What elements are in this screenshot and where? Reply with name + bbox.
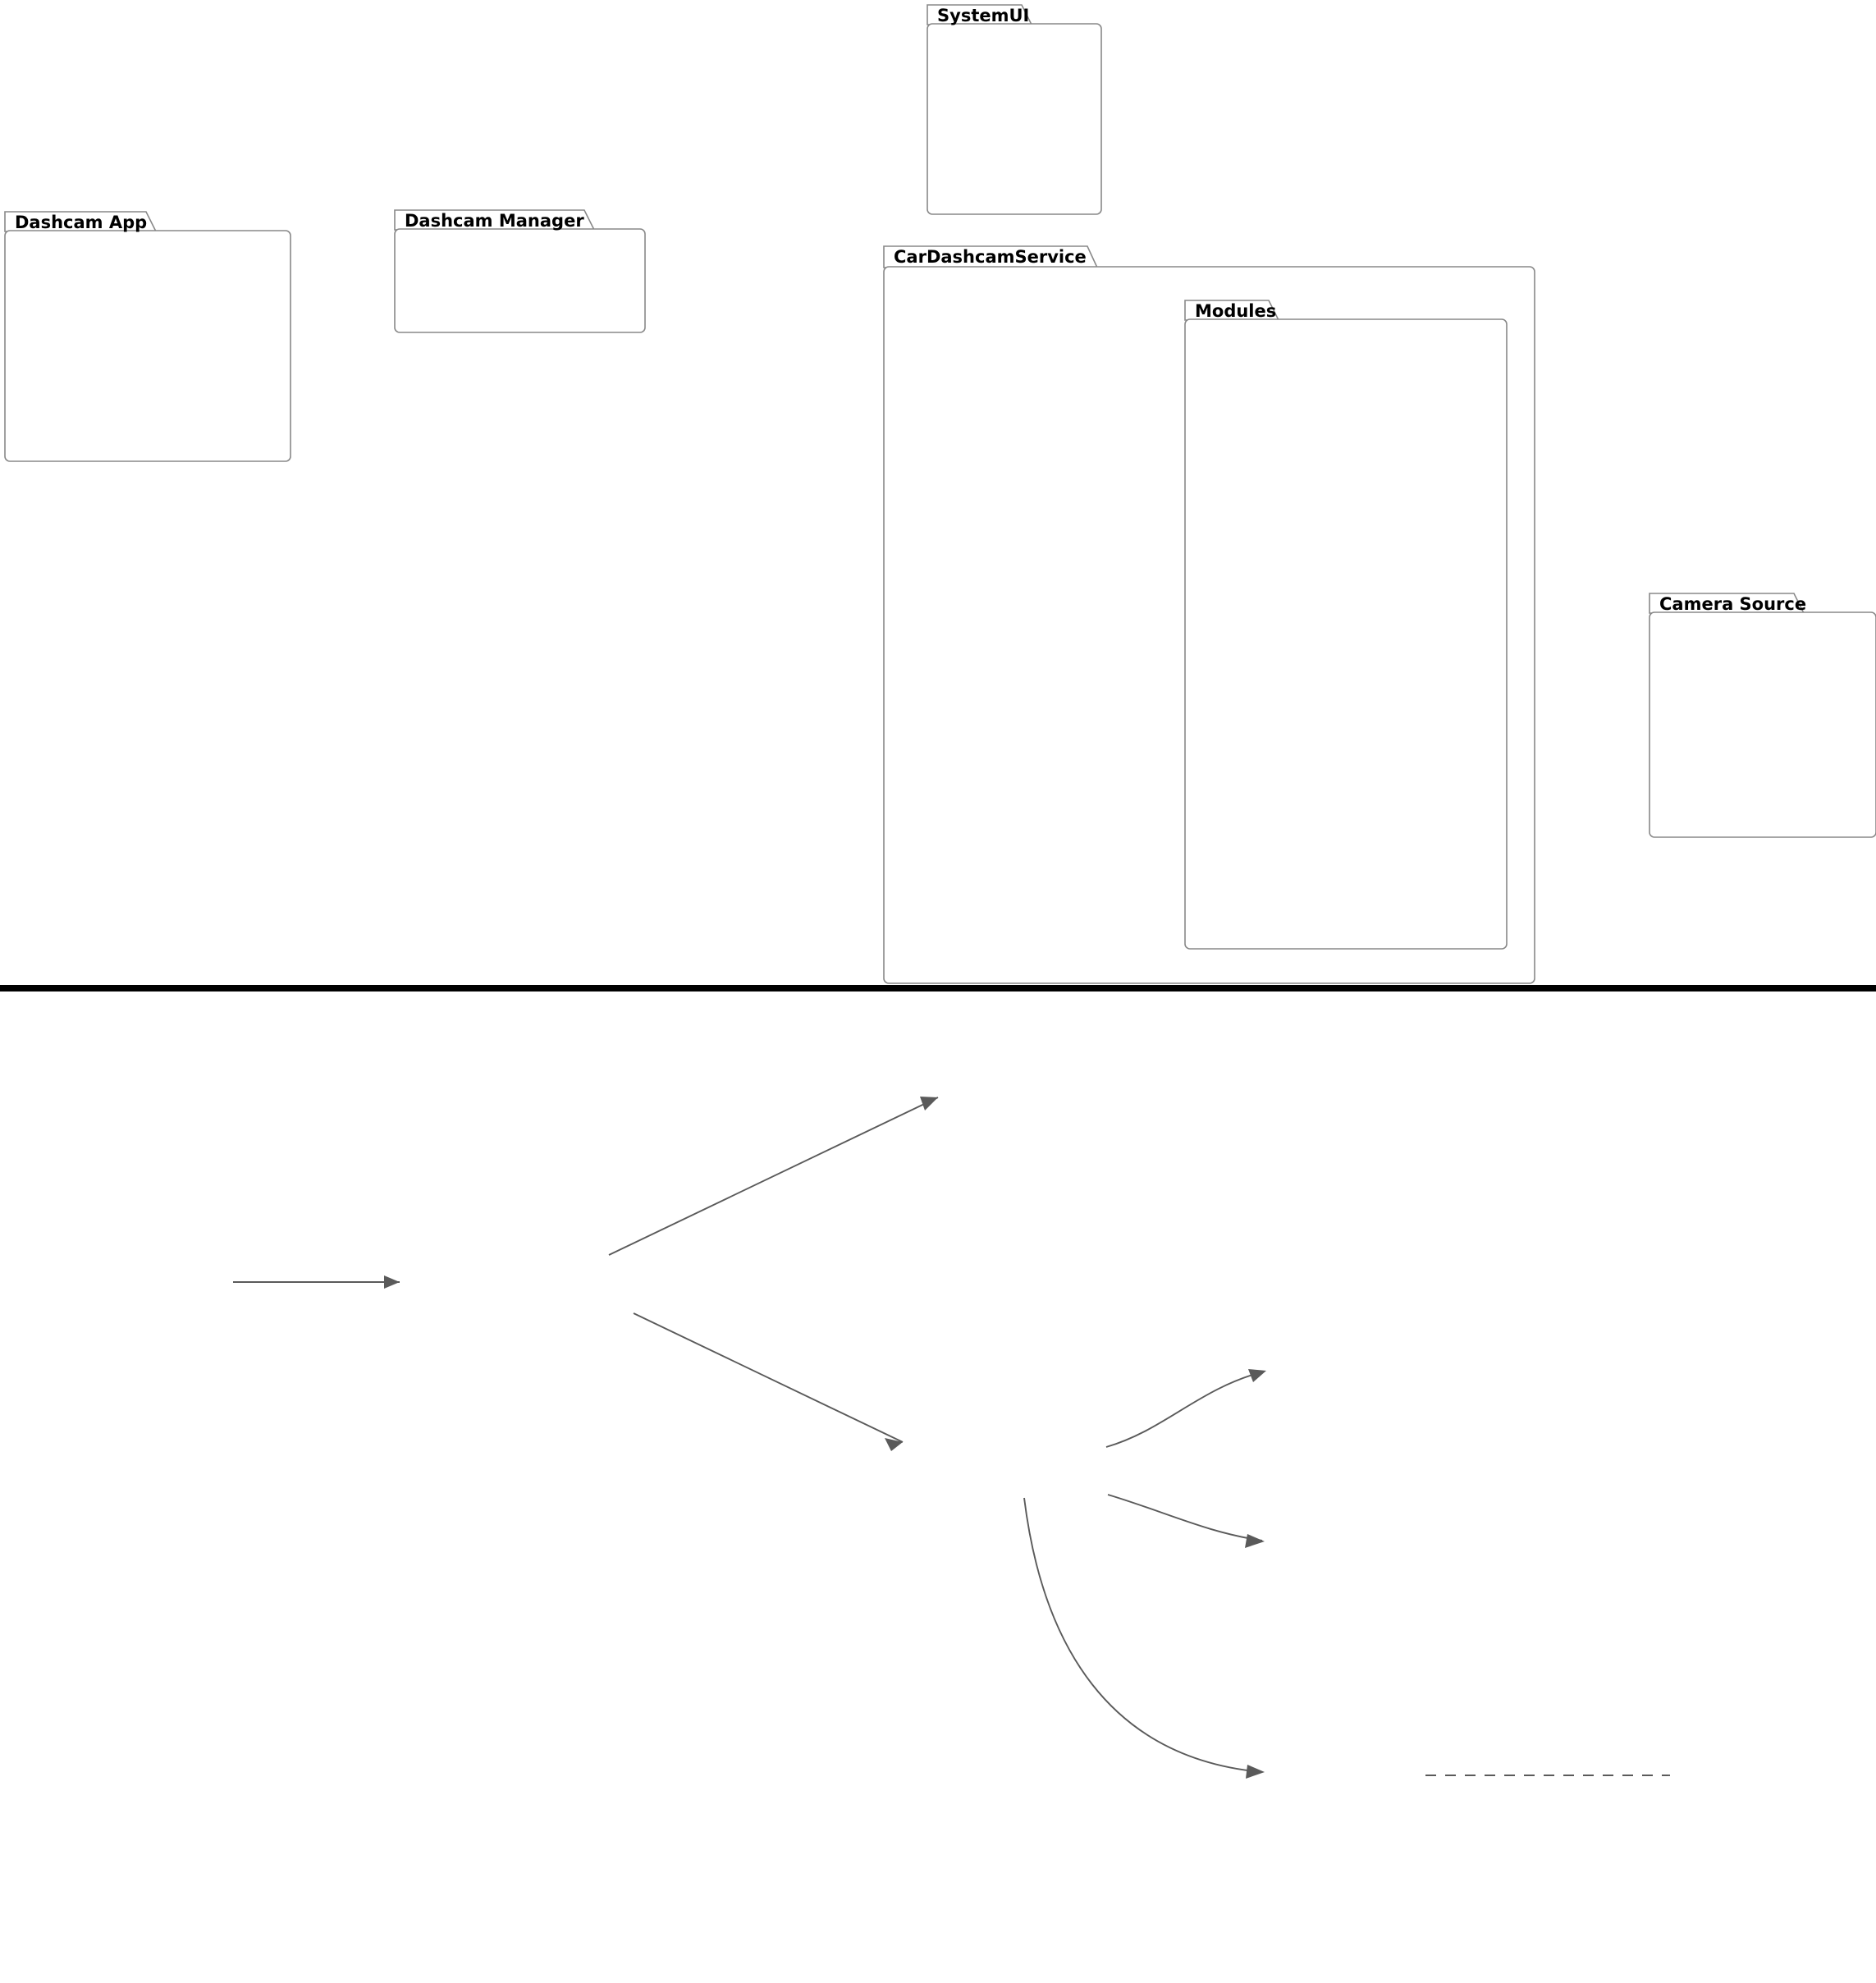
edge-manager-to-systemui [608,1097,939,1256]
edge-app-to-manager [233,1275,400,1289]
package-frames-layer: Dashcam App Dashcam Manager SystemUI Car… [4,4,1876,984]
package-system-ui-title: SystemUI [937,6,1029,25]
component-diagram-canvas: Dashcam App Dashcam Manager SystemUI Car… [0,4,1876,1779]
package-camera-source-title: Camera Source [1659,594,1806,614]
package-system-ui: SystemUI [927,4,1102,215]
bottom-edge-bar [0,985,1876,992]
package-dashcam-app: Dashcam App [4,211,291,462]
package-car-dashcam-service-title: CarDashcamService [894,247,1087,267]
edge-service-to-stream [1023,1497,1265,1779]
edge-manager-to-service [633,1312,904,1451]
edges-layer [233,1097,1670,1779]
package-modules: Modules [1184,300,1508,950]
package-dashcam-app-title: Dashcam App [15,213,147,232]
package-camera-source: Camera Source [1649,593,1876,838]
edge-service-to-trigger [1105,1369,1266,1448]
package-dashcam-manager: Dashcam Manager [394,209,646,333]
package-dashcam-manager-title: Dashcam Manager [405,211,584,231]
package-modules-title: Modules [1195,301,1276,321]
edge-service-to-recording [1107,1494,1265,1548]
